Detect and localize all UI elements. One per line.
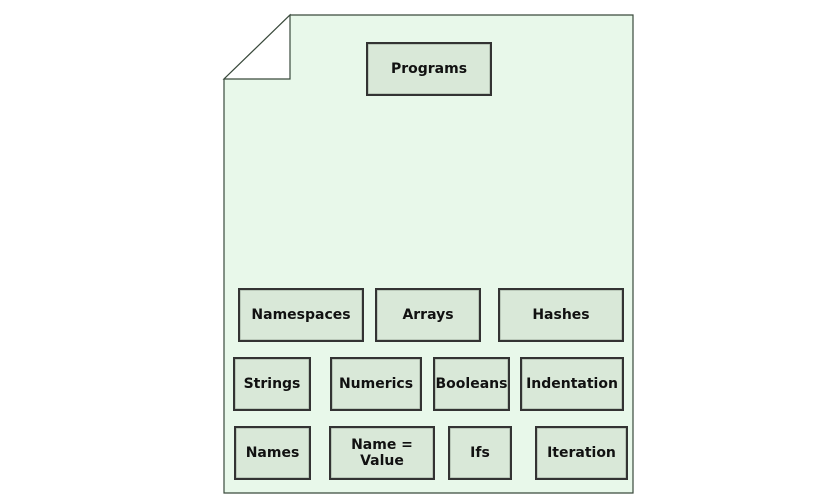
box-programs: Programs bbox=[366, 42, 492, 96]
box-indentation: Indentation bbox=[520, 357, 624, 411]
page-fold-corner bbox=[222, 13, 291, 80]
box-ifs: Ifs bbox=[448, 426, 512, 480]
box-strings: Strings bbox=[233, 357, 311, 411]
box-names: Names bbox=[234, 426, 311, 480]
box-hashes: Hashes bbox=[498, 288, 624, 342]
box-namespaces: Namespaces bbox=[238, 288, 364, 342]
box-arrays: Arrays bbox=[375, 288, 481, 342]
box-iteration: Iteration bbox=[535, 426, 628, 480]
box-booleans: Booleans bbox=[433, 357, 510, 411]
box-numerics: Numerics bbox=[330, 357, 422, 411]
box-name-equals-value: Name = Value bbox=[329, 426, 435, 480]
